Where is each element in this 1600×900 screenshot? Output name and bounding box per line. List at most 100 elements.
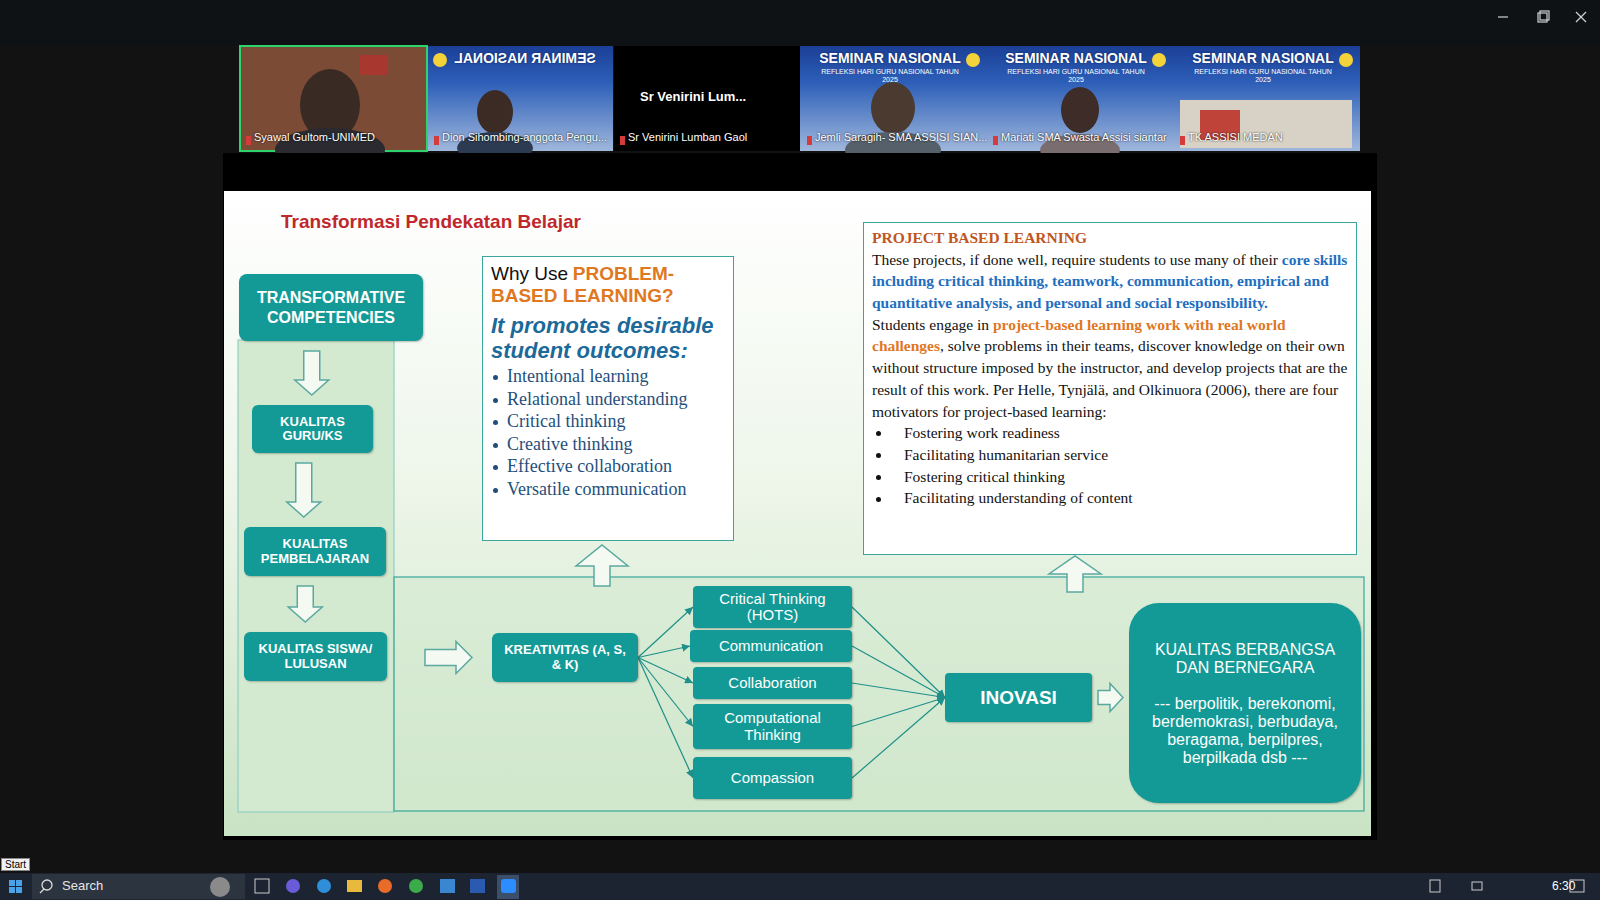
video-tile [987, 46, 1173, 151]
node-text: PROJECT BASED LEARNING [872, 229, 1087, 246]
arrow-line [852, 683, 945, 698]
title-bar [0, 0, 1600, 46]
text-row: Versatile communication [491, 478, 725, 501]
quality-box: KUALITAS GURU/KS [252, 405, 373, 453]
text-row: KUALITAS BERBANGSA DAN BERNEGARA [1145, 641, 1345, 677]
arrow-line [638, 607, 693, 658]
slide [224, 191, 1371, 836]
taskbar [0, 873, 1600, 900]
arrow-line [852, 646, 945, 698]
shared-screen [223, 153, 1377, 840]
banner-subtext: REFLEKSI HARI GURU NASIONAL TAHUN 2025 [1188, 68, 1338, 83]
text-row: PROJECT BASED LEARNING [872, 227, 1348, 249]
text-row: Students engage inproject-based learning… [872, 314, 1348, 422]
banner-text: SEMINAR NASIONAL [1188, 50, 1338, 66]
tooltip: Start [1, 858, 30, 871]
search-highlight [210, 877, 230, 897]
hollow-arrow [425, 642, 472, 674]
search-icon [42, 880, 52, 890]
person [1061, 87, 1099, 133]
video-tile [428, 46, 613, 151]
active-speaker-border [240, 46, 427, 151]
bottom-band [394, 577, 1364, 811]
text-row: KUALITAS SISWA/ LULUSAN [254, 642, 377, 671]
hollow-arrow [287, 463, 321, 517]
node-text: Compassion [731, 769, 814, 786]
skill-box: Collaboration [693, 667, 852, 699]
text-row: Fostering work readiness [872, 422, 1348, 444]
competency-box: TRANSFORMATIVE COMPETENCIES [239, 274, 423, 341]
text-row: Collaboration [728, 675, 816, 692]
meeting-area [0, 46, 1600, 873]
quality-box: KUALITAS PEMBELAJARAN [244, 527, 386, 576]
hollow-arrow [288, 586, 322, 622]
left-panel [238, 340, 394, 812]
node-text: Creative thinking [507, 434, 632, 454]
participant-name: Jemli Saragih- SMA ASSISI SIAN... [815, 131, 987, 143]
arrow-line [638, 646, 690, 658]
participant-name: TK ASSISI MEDAN [1188, 131, 1283, 143]
info-box: PROJECT BASED LEARNING These projects, if… [863, 222, 1357, 555]
text-row: Fostering critical thinking [872, 466, 1348, 488]
search-text: Search [62, 878, 103, 893]
quality-box: KUALITAS SISWA/ LULUSAN [244, 632, 387, 681]
text-row: KUALITAS PEMBELAJARAN [254, 537, 376, 566]
arrow-line [638, 658, 693, 779]
node-text: Intentional learning [507, 366, 648, 386]
text-row: Facilitating understanding of content [872, 487, 1348, 509]
hollow-arrow [1098, 684, 1123, 712]
node-text: Critical thinking [507, 411, 626, 431]
arrow-line [638, 658, 693, 684]
node-text: Collaboration [728, 674, 816, 691]
node-text: --- berpolitik, berekonomi, berdemokrasi… [1152, 695, 1338, 766]
arrow-line [638, 658, 693, 727]
text-row: Computational Thinking [701, 710, 844, 743]
hollow-arrow [1049, 556, 1101, 592]
node-text: Computational Thinking [724, 709, 821, 743]
hollow-arrow [576, 545, 628, 586]
skill-box: Communication [690, 630, 852, 662]
hollow-arrow [295, 351, 329, 395]
video-tile [614, 46, 800, 151]
participant-name: Sr Venirini Lum... [640, 89, 746, 104]
person [477, 90, 513, 134]
skill-box: Computational Thinking [693, 704, 852, 749]
text-row: Effective collaboration [491, 455, 725, 478]
clock: 6:30 [1552, 879, 1575, 893]
video-tile [240, 46, 427, 151]
wall-picture [360, 55, 388, 75]
text-row: KREATIVITAS (A, S, & K) [502, 643, 628, 672]
participant-name: Mariati SMA Swasta Assisi siantar [1001, 131, 1167, 143]
node-text: , solve problems in their teams, discove… [872, 337, 1347, 419]
text-row: TRANSFORMATIVE COMPETENCIES [249, 288, 413, 328]
node-text: KUALITAS GURU/KS [280, 414, 345, 443]
node-text: Versatile communication [507, 479, 686, 499]
outcome-box: KUALITAS BERBANGSA DAN BERNEGARA --- berp… [1129, 603, 1361, 803]
banner-text: SEMINAR NASIONAL [450, 50, 600, 66]
taskbar-icons [255, 875, 1584, 899]
text-row: These projects, if done well, require st… [872, 249, 1348, 314]
text-row: Intentional learning [491, 365, 725, 388]
node-text: Communication [719, 637, 823, 654]
node-text: Students engage in [872, 316, 989, 333]
node-text: TRANSFORMATIVE COMPETENCIES [257, 289, 405, 326]
node-text: Facilitating humanitarian service [904, 446, 1108, 463]
node-text: Facilitating understanding of content [904, 489, 1133, 506]
innovation-box: INOVASI [945, 673, 1092, 722]
participant-name: Syawal Gultom-UNIMED [254, 131, 375, 143]
node-text: It promotes desirable student outcomes: [491, 313, 714, 363]
slide-title: Transformasi Pendekatan Belajar [281, 211, 581, 233]
node-text: Effective collaboration [507, 456, 672, 476]
search-box [32, 874, 245, 899]
text-row: Communication [719, 638, 823, 655]
node-text: Why Use [491, 263, 568, 284]
node-text: INOVASI [980, 687, 1057, 708]
text-row: KUALITAS GURU/KS [262, 415, 363, 444]
banner-subtext: REFLEKSI HARI GURU NASIONAL TAHUN 2025 [1001, 68, 1151, 83]
arrow-line [852, 607, 945, 698]
text-row: INOVASI [980, 687, 1057, 709]
classroom [1180, 100, 1352, 148]
node-text: These projects, if done well, require st… [872, 251, 1278, 268]
banner-text: SEMINAR NASIONAL [815, 50, 965, 66]
text-row: Compassion [731, 770, 814, 787]
